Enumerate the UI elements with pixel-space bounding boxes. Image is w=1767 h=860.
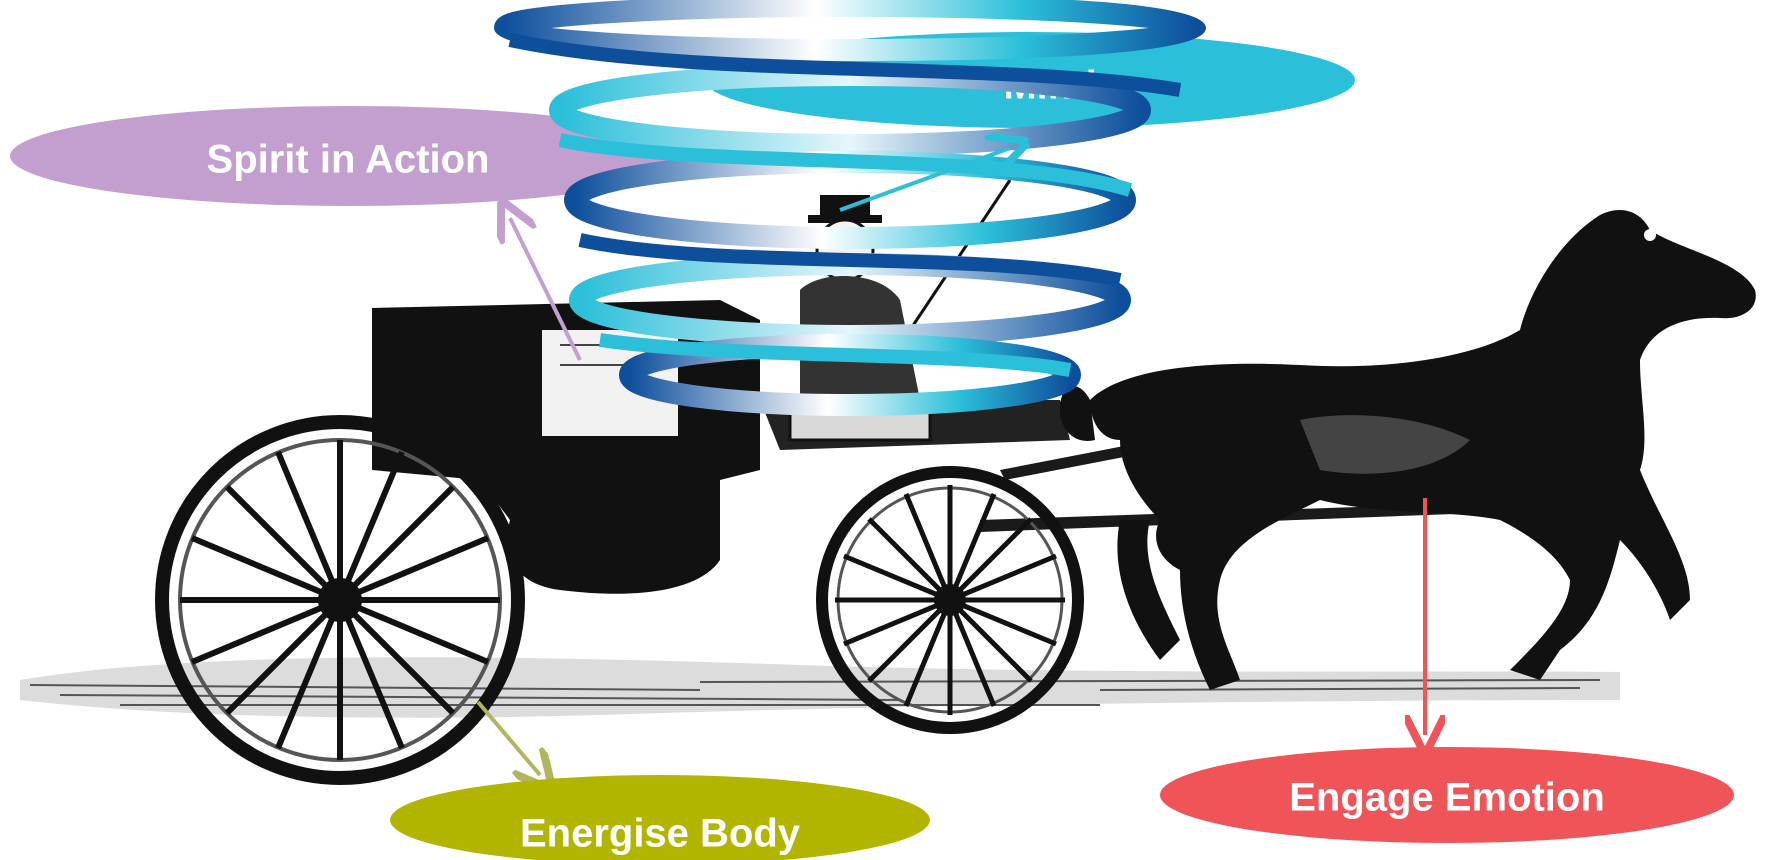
front-wheel-icon: [816, 466, 1084, 734]
body-label: Energise Body: [520, 812, 801, 856]
emotion-label: Engage Emotion: [1289, 776, 1605, 820]
double-helix-icon: [494, 0, 1206, 416]
emotion-node: Engage Emotion: [1160, 747, 1734, 843]
spirit-node: Spirit in Action: [10, 106, 690, 206]
spirit-arrow: [510, 218, 582, 361]
mind-arrow: [839, 148, 1010, 212]
body-arrow: [476, 700, 540, 775]
body-node: Energise Body: [390, 775, 930, 860]
carriage-illustration-icon: [20, 179, 1756, 785]
horse-figure-icon: [1060, 210, 1756, 690]
rear-wheel-icon: [155, 415, 525, 785]
spirit-label: Spirit in Action: [207, 138, 490, 182]
